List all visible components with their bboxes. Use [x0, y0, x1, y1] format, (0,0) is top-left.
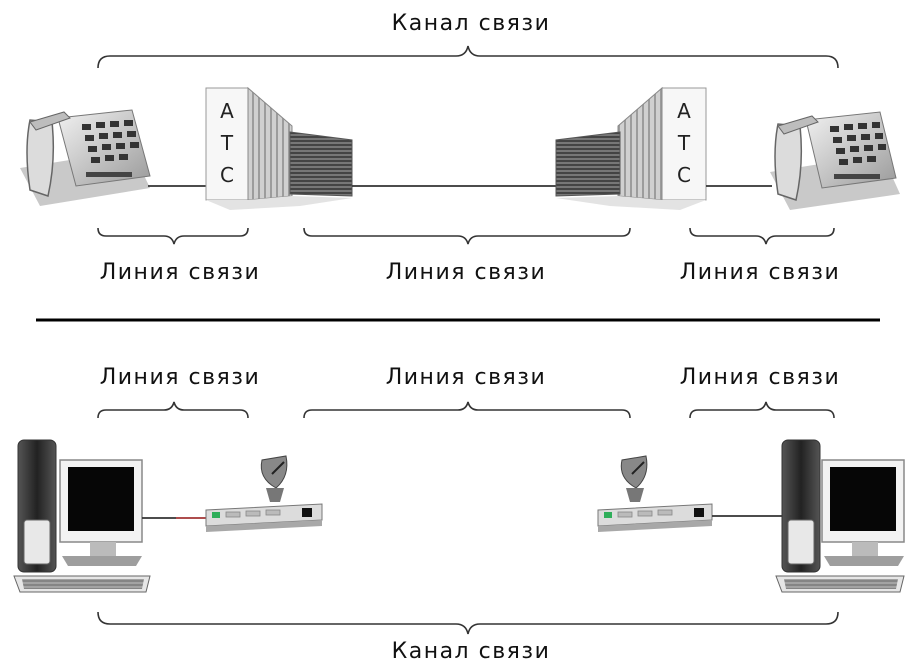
right-computer-icon	[775, 439, 905, 593]
bottom-channel-label: Канал связи	[392, 639, 551, 664]
left-exchange-letter-1: А	[220, 99, 234, 123]
right-exchange-letter-3: С	[677, 163, 691, 187]
left-computer-icon	[13, 439, 151, 593]
right-exchange-letter-2: Т	[677, 131, 691, 155]
left-modem-icon	[205, 455, 323, 532]
top-line-brace-left	[97, 227, 249, 245]
bottom-line-label-left: Линия связи	[100, 365, 261, 390]
left-exchange-icon	[205, 86, 353, 210]
top-line-brace-middle	[303, 227, 631, 245]
top-channel-label: Канал связи	[392, 11, 551, 36]
bottom-line-label-right: Линия связи	[680, 365, 841, 390]
top-channel-brace	[97, 45, 839, 69]
left-exchange-letter-3: С	[220, 163, 234, 187]
bottom-line-label-middle: Линия связи	[386, 365, 547, 390]
bottom-channel-brace	[97, 611, 839, 635]
left-exchange-letter-2: Т	[220, 131, 234, 155]
bottom-line-brace-right	[689, 401, 835, 419]
top-line-label-right: Линия связи	[680, 260, 841, 285]
top-line-label-middle: Линия связи	[386, 260, 547, 285]
right-telephone-icon	[770, 111, 900, 210]
bottom-line-brace-middle	[303, 401, 631, 419]
left-telephone-icon	[20, 109, 151, 206]
top-line-brace-right	[689, 227, 835, 245]
bottom-line-brace-left	[97, 401, 249, 419]
right-exchange-letter-1: А	[677, 99, 691, 123]
right-exchange-icon	[555, 86, 707, 210]
right-modem-icon	[597, 455, 713, 532]
top-line-label-left: Линия связи	[100, 260, 261, 285]
